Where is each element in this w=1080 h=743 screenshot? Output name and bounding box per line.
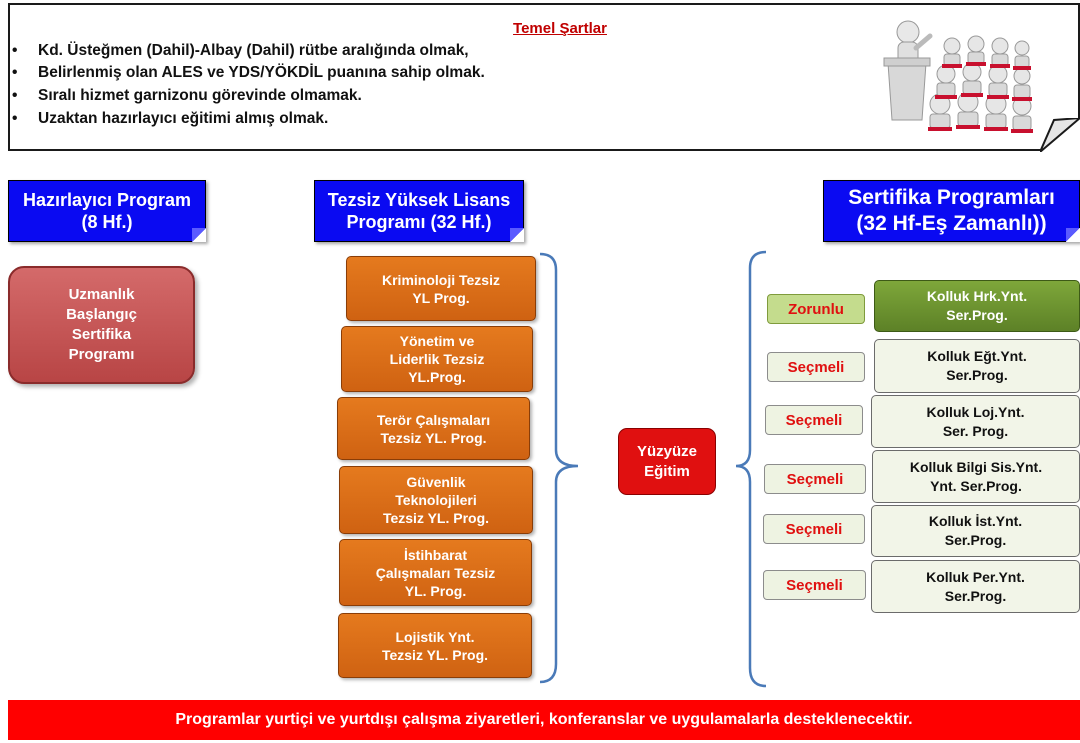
requirement-item: • Belirlenmiş olan ALES ve YDS/YÖKDİL pua… <box>12 64 485 82</box>
certificate-box: Kolluk Hrk.Ynt. Ser.Prog. <box>874 280 1080 332</box>
program-line: Tezsiz YL. Prog. <box>380 429 487 446</box>
prep-line: Başlangıç <box>66 306 137 323</box>
requirement-item: • Uzaktan hazırlayıcı eğitimi almış olmak… <box>12 110 328 128</box>
program-line: YL.Prog. <box>408 369 466 385</box>
prep-line: Sertifika <box>71 326 132 343</box>
bullet-dot-icon: • <box>12 42 18 59</box>
cert-line: Kolluk Eğt.Ynt. <box>927 348 1027 364</box>
header-line: Hazırlayıcı Program <box>22 190 192 210</box>
elective-tag: Seçmeli <box>765 405 863 435</box>
requirement-item: • Sıralı hizmet garnizonu görevinde olmam… <box>12 87 362 105</box>
program-line: Teknolojileri <box>395 492 477 508</box>
elective-tag: Seçmeli <box>763 514 865 544</box>
certificate-box: Kolluk Loj.Ynt. Ser. Prog. <box>871 395 1080 448</box>
requirement-text: Kd. Üsteğmen (Dahil)-Albay (Dahil) rütbe… <box>38 42 469 59</box>
program-line: İstihbarat <box>403 546 467 563</box>
bullet-dot-icon: • <box>12 64 18 81</box>
elective-tag: Seçmeli <box>763 570 866 600</box>
cert-line: Kolluk Bilgi Sis.Ynt. <box>909 458 1043 475</box>
prep-program-box: Uzmanlık Başlangıç Sertifika Programı <box>8 266 195 384</box>
header-line: (32 Hf-Eş Zamanlı)) <box>856 212 1047 235</box>
header-line: (8 Hf.) <box>81 212 133 232</box>
cert-line: Ser.Prog. <box>944 532 1007 548</box>
requirements-title: Temel Şartlar <box>513 20 607 37</box>
program-line: YL. Prog. <box>404 582 467 599</box>
requirement-text: Sıralı hizmet garnizonu görevinde olmama… <box>38 87 362 104</box>
program-line: Tezsiz YL. Prog. <box>382 510 490 526</box>
prep-line: Uzmanlık <box>68 286 135 303</box>
footer-banner: Programlar yurtiçi ve yurtdışı çalışma z… <box>8 700 1080 740</box>
cert-line: Kolluk Per.Ynt. <box>926 568 1025 585</box>
program-box: Lojistik Ynt.Tezsiz YL. Prog. <box>338 613 532 678</box>
f2f-line: Eğitim <box>644 462 690 480</box>
prep-line: Programı <box>68 346 135 363</box>
page-fold-icon <box>1066 228 1080 242</box>
program-line: YL Prog. <box>412 289 470 306</box>
requirement-text: Uzaktan hazırlayıcı eğitimi almış olmak. <box>38 110 329 127</box>
header-line: Tezsiz Yüksek Lisans <box>327 190 511 210</box>
certificate-box: Kolluk Per.Ynt. Ser.Prog. <box>871 560 1080 613</box>
program-line: Lojistik Ynt. <box>395 628 475 645</box>
certificate-box: Kolluk İst.Ynt. Ser.Prog. <box>871 505 1080 557</box>
requirement-item: • Kd. Üsteğmen (Dahil)-Albay (Dahil) rütb… <box>12 42 469 60</box>
right-brace-icon <box>539 252 579 684</box>
program-line: Kriminoloji Tezsiz <box>382 271 500 288</box>
cert-line: Kolluk İst.Ynt. <box>928 513 1023 529</box>
cert-line: Ser.Prog. <box>946 367 1008 383</box>
page-fold-icon <box>192 228 206 242</box>
header-line: Programı (32 Hf.) <box>346 212 492 232</box>
page-fold-corner <box>1040 118 1080 152</box>
program-line: Çalışmaları Tezsiz <box>375 564 496 581</box>
bullet-dot-icon: • <box>12 87 18 104</box>
bullet-dot-icon: • <box>12 110 18 127</box>
header-line: Sertifika Programları <box>848 186 1055 209</box>
certificate-programs-header: Sertifika Programları (32 Hf-Eş Zamanlı)) <box>823 180 1080 242</box>
meeting-illustration-icon <box>883 20 1033 133</box>
page-fold-icon <box>510 228 524 242</box>
cert-line: Kolluk Loj.Ynt. <box>926 403 1025 420</box>
program-line: Güvenlik <box>406 474 466 490</box>
program-line: Terör Çalışmaları <box>376 411 491 428</box>
requirement-text: Belirlenmiş olan ALES ve YDS/YÖKDİL puan… <box>38 64 485 81</box>
prep-program-header: Hazırlayıcı Program(8 Hf.) <box>8 180 206 242</box>
elective-tag: Seçmeli <box>764 464 866 494</box>
program-line: Yönetim ve <box>399 333 475 349</box>
cert-line: Ser.Prog. <box>946 307 1008 323</box>
cert-line: Ynt. Ser.Prog. <box>930 477 1022 494</box>
certificate-box: Kolluk Bilgi Sis.Ynt. Ynt. Ser.Prog. <box>872 450 1080 503</box>
mandatory-tag: Zorunlu <box>767 294 865 324</box>
program-line: Tezsiz YL. Prog. <box>381 646 489 663</box>
program-line: Liderlik Tezsiz <box>389 351 485 367</box>
certificate-box: Kolluk Eğt.Ynt. Ser.Prog. <box>874 339 1080 393</box>
cert-line: Kolluk Hrk.Ynt. <box>926 288 1028 304</box>
cert-line: Ser.Prog. <box>944 587 1007 604</box>
elective-tag: Seçmeli <box>767 352 865 382</box>
left-brace-icon <box>735 250 767 688</box>
f2f-line: Yüzyüze <box>636 442 697 460</box>
cert-line: Ser. Prog. <box>942 422 1009 439</box>
